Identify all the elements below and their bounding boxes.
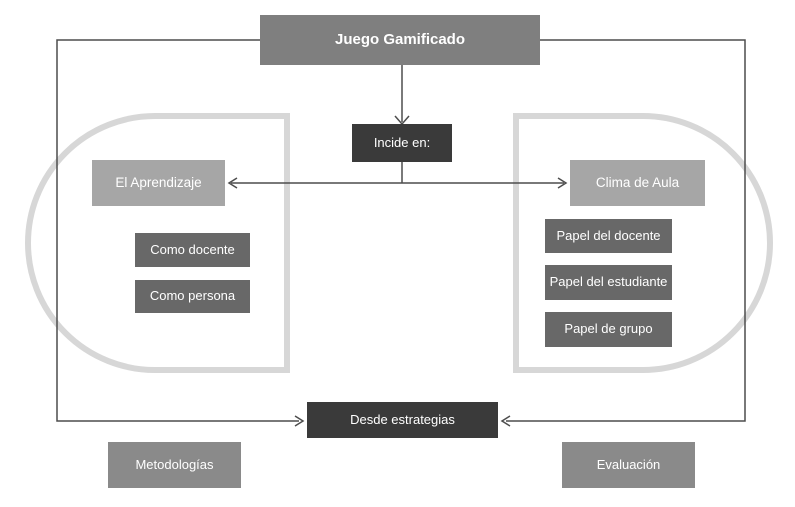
node-clima-de-aula: Clima de Aula <box>570 160 705 206</box>
arrowhead-down-incide <box>394 115 410 126</box>
node-papel-de-grupo: Papel de grupo <box>545 312 672 347</box>
node-desde-estrategias: Desde estrategias <box>307 402 498 438</box>
node-incide-en: Incide en: <box>352 124 452 162</box>
node-el-aprendizaje: El Aprendizaje <box>92 160 225 206</box>
node-metodologias: Metodologías <box>108 442 241 488</box>
node-evaluacion: Evaluación <box>562 442 695 488</box>
arrowhead-left-desde <box>500 415 511 427</box>
node-como-docente: Como docente <box>135 233 250 267</box>
node-juego-gamificado: Juego Gamificado <box>260 15 540 65</box>
node-papel-del-estudiante: Papel del estudiante <box>545 265 672 300</box>
node-como-persona: Como persona <box>135 280 250 313</box>
node-papel-del-docente: Papel del docente <box>545 219 672 253</box>
arrowhead-right-desde <box>294 415 305 427</box>
